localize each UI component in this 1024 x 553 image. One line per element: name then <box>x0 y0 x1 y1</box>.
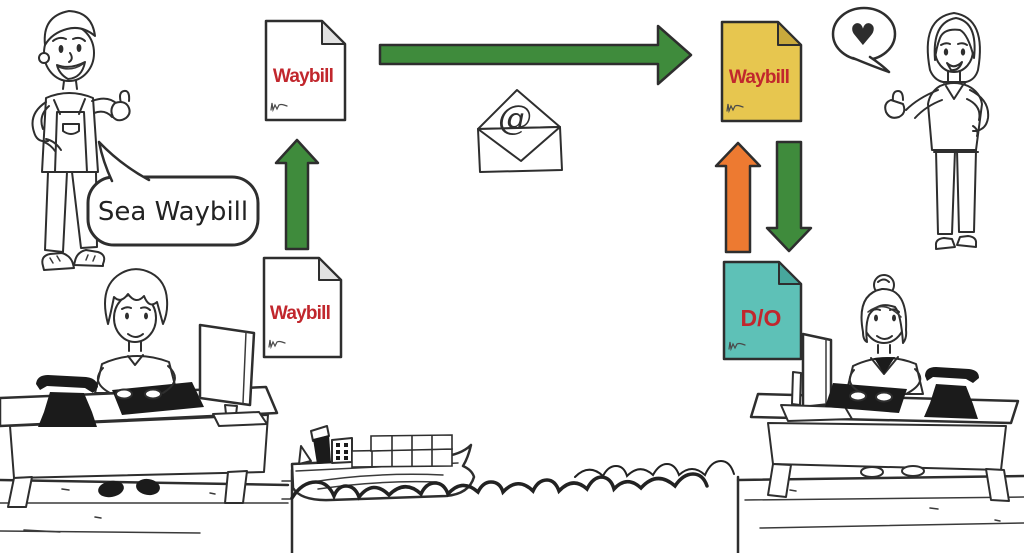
shipper-hair <box>43 10 96 46</box>
clerk-right-shoe <box>860 466 884 478</box>
telephone-left <box>36 375 98 427</box>
clerk-right-eyes <box>874 314 896 322</box>
waybill-label: Waybill <box>270 303 330 324</box>
desk-right-leg <box>985 468 1010 502</box>
shipper-thumbs-up <box>119 89 131 104</box>
waybill-label: Waybill <box>273 66 333 87</box>
desk-right-leg <box>767 463 792 498</box>
desk-scene-right <box>749 274 1020 502</box>
document-waybill-consignee: Waybill <box>720 20 803 123</box>
shipper-leg <box>44 171 68 253</box>
shipper-arm-left <box>31 101 50 143</box>
delivery-order-label: D/O <box>741 305 782 331</box>
clerk-right <box>845 274 924 395</box>
speech-bubble-sea-waybill: Sea Waybill <box>86 140 260 247</box>
ship-mast <box>298 445 312 465</box>
bridge-windows <box>336 443 348 460</box>
consignee-shoe <box>956 235 978 248</box>
arrow-up-consignee <box>714 141 762 254</box>
desk-left-front <box>9 414 269 479</box>
clerk-right-hand <box>875 391 893 403</box>
wave-line-small <box>574 459 735 478</box>
shipper-character <box>31 10 131 271</box>
speech-bubble-text: Sea Waybill <box>98 197 248 227</box>
clerk-left-shoe <box>136 478 160 496</box>
shipper-shoe <box>41 252 75 271</box>
arrow-up-shipper <box>274 138 320 251</box>
consignee-arm-left <box>905 89 943 119</box>
clerk-left-hand <box>115 388 133 400</box>
consignee-leg <box>956 149 977 233</box>
clerk-right-shoe <box>901 465 925 477</box>
clerk-right-hair <box>860 287 908 344</box>
signature-mark <box>268 339 286 350</box>
desk-scene-left <box>0 268 279 508</box>
consignee-arm-right <box>966 89 990 137</box>
signature-mark <box>270 102 288 113</box>
document-delivery-order: D/O <box>722 260 803 361</box>
clerk-left <box>94 268 178 394</box>
desk-left-leg <box>7 476 33 508</box>
harbor-water <box>281 459 740 553</box>
heart-icon: ♥ <box>850 18 877 53</box>
clerk-left-eyes <box>125 312 148 320</box>
consignee-shoe <box>934 237 956 250</box>
consignee-character <box>884 12 990 250</box>
document-waybill-shipper-top: Waybill <box>264 19 347 122</box>
speech-bubble-heart: ♥ <box>831 6 897 74</box>
consignee-smile <box>946 61 963 72</box>
email-envelope: @ <box>477 89 563 173</box>
arrow-down-delivery-order <box>765 140 813 253</box>
signature-mark <box>726 103 744 114</box>
monitor-left <box>198 323 268 427</box>
desk-left-leg <box>224 470 248 504</box>
clerk-right-torso <box>845 356 924 395</box>
telephone-right <box>924 367 979 419</box>
at-symbol: @ <box>498 98 532 138</box>
ship-funnel <box>313 435 331 464</box>
containers <box>351 434 453 468</box>
consignee-leg <box>935 149 956 235</box>
quay-ground-right <box>736 474 1024 529</box>
signature-mark <box>728 341 746 352</box>
shipper-shoe <box>73 249 106 267</box>
desk-right-front <box>767 422 1007 471</box>
consignee-thumbs-up <box>891 90 904 102</box>
clerk-left-hair <box>104 268 169 325</box>
wave-line-big <box>290 472 709 501</box>
arrow-right-transfer <box>378 24 693 86</box>
clerk-left-shoe <box>98 480 124 498</box>
clerk-left-hand <box>144 388 162 400</box>
clerk-left-arms <box>96 365 176 394</box>
ship-bridge <box>331 437 353 464</box>
document-waybill-shipper-bottom: Waybill <box>262 256 343 359</box>
clerk-right-hand <box>849 390 867 402</box>
waybill-label: Waybill <box>729 67 789 88</box>
shipper-ear <box>38 52 50 64</box>
